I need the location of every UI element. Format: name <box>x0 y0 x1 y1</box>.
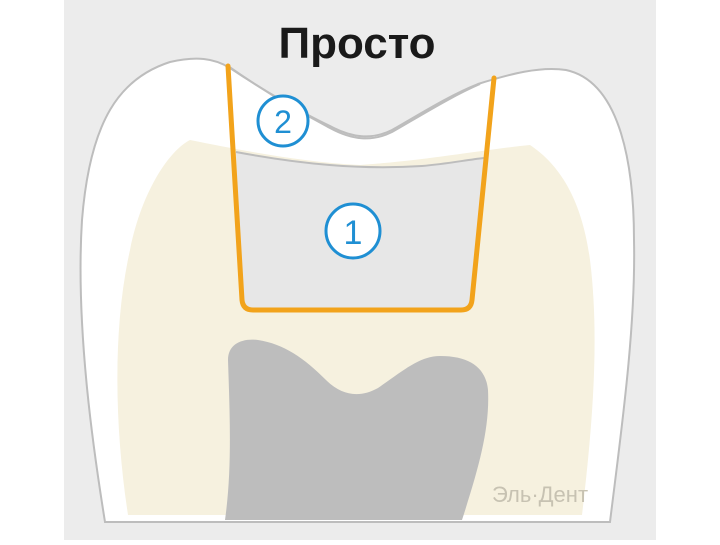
marker-2-circle <box>256 94 310 148</box>
cavity-outline <box>225 63 497 313</box>
marker-2-label: 2 <box>274 104 292 140</box>
watermark-logo: Эль·Дент <box>492 482 588 507</box>
marker-layer-1: 1 <box>324 202 382 260</box>
marker-layer-2: 2 <box>256 94 310 148</box>
tooth-pulp <box>225 339 489 520</box>
marker-1-circle <box>324 202 382 260</box>
diagram-title: Просто <box>278 19 435 68</box>
layer-boundary-line <box>235 151 485 169</box>
marker-1-label: 1 <box>344 214 363 252</box>
